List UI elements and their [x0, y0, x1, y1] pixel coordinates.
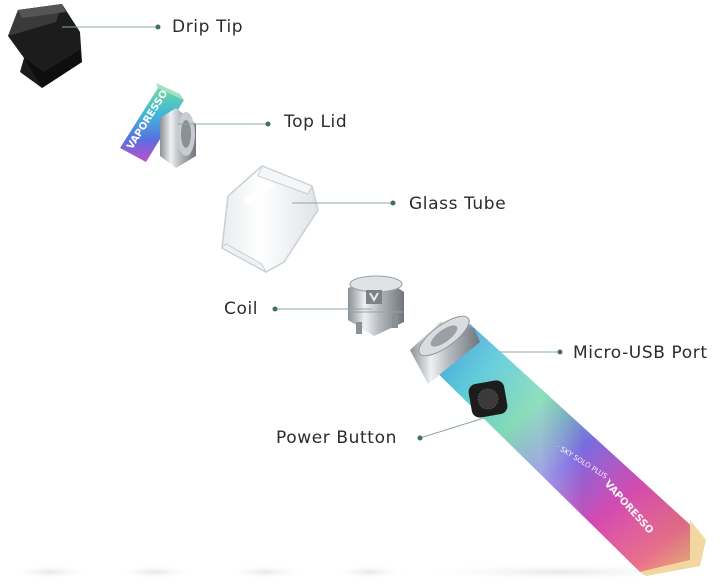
top-lid-label: Top Lid — [284, 112, 348, 132]
glass-tube-label: Glass Tube — [409, 194, 507, 214]
coil-part — [348, 275, 404, 336]
drip-tip-part — [8, 4, 82, 88]
drip-tip-label: Drip Tip — [172, 17, 244, 37]
glass-tube-part — [221, 165, 319, 274]
power-button-label: Power Button — [276, 428, 397, 448]
battery-body-part: · SKY SOLO PLUS · VAPORESSO — [410, 315, 706, 576]
micro-usb-port-label: Micro-USB Port — [573, 343, 708, 363]
leader-lines — [62, 24, 563, 441]
coil-label: Coil — [224, 299, 259, 319]
top-lid-part: VAPORESSO — [120, 83, 196, 168]
floor-shadows — [10, 564, 710, 580]
